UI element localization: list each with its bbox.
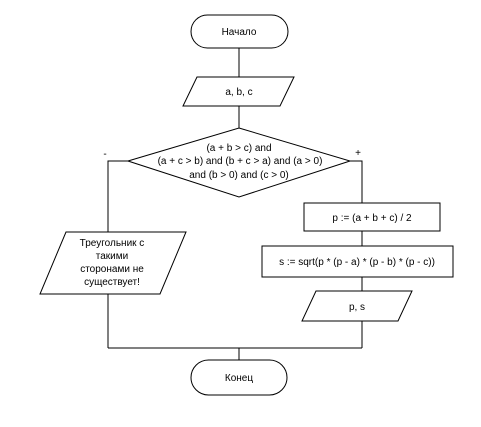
- condition-line-2: (a + c > b) and (b + c > a) and (a > 0): [158, 156, 323, 167]
- error-block: Треугольник с такими сторонами не сущест…: [39, 231, 187, 295]
- start-label: Начало: [222, 27, 257, 38]
- connector-no-branch: [107, 160, 128, 232]
- branch-yes-label: +: [355, 148, 361, 159]
- branch-no-label: -: [103, 149, 106, 160]
- condition-diamond: (a + b > c) and (a + c > b) and (b + c >…: [126, 127, 352, 198]
- process-s-label: s := sqrt(p * (p - a) * (p - b) * (p - c…: [279, 257, 435, 268]
- process-p: p := (a + b + c) / 2: [303, 202, 441, 232]
- flow-connectors: [107, 48, 363, 360]
- output-block: p, s: [301, 290, 413, 322]
- input-label: a, b, c: [225, 87, 252, 98]
- input-block: a, b, c: [182, 76, 295, 107]
- process-p-label: p := (a + b + c) / 2: [332, 213, 412, 224]
- error-line-3: сторонами не: [80, 264, 144, 275]
- start-terminal: Начало: [190, 14, 289, 49]
- error-line-2: такими: [96, 251, 128, 262]
- end-label: Конец: [225, 373, 253, 384]
- condition-line-1: (a + b > c) and: [206, 143, 271, 154]
- error-line-4: существует!: [84, 277, 140, 288]
- output-label: p, s: [349, 302, 365, 313]
- condition-line-3: and (b > 0) and (c > 0): [189, 170, 289, 181]
- process-s: s := sqrt(p * (p - a) * (p - b) * (p - c…: [261, 245, 454, 278]
- connector-yes-branch: [350, 160, 363, 203]
- error-line-1: Треугольник с: [80, 238, 145, 249]
- end-terminal: Конец: [190, 359, 288, 396]
